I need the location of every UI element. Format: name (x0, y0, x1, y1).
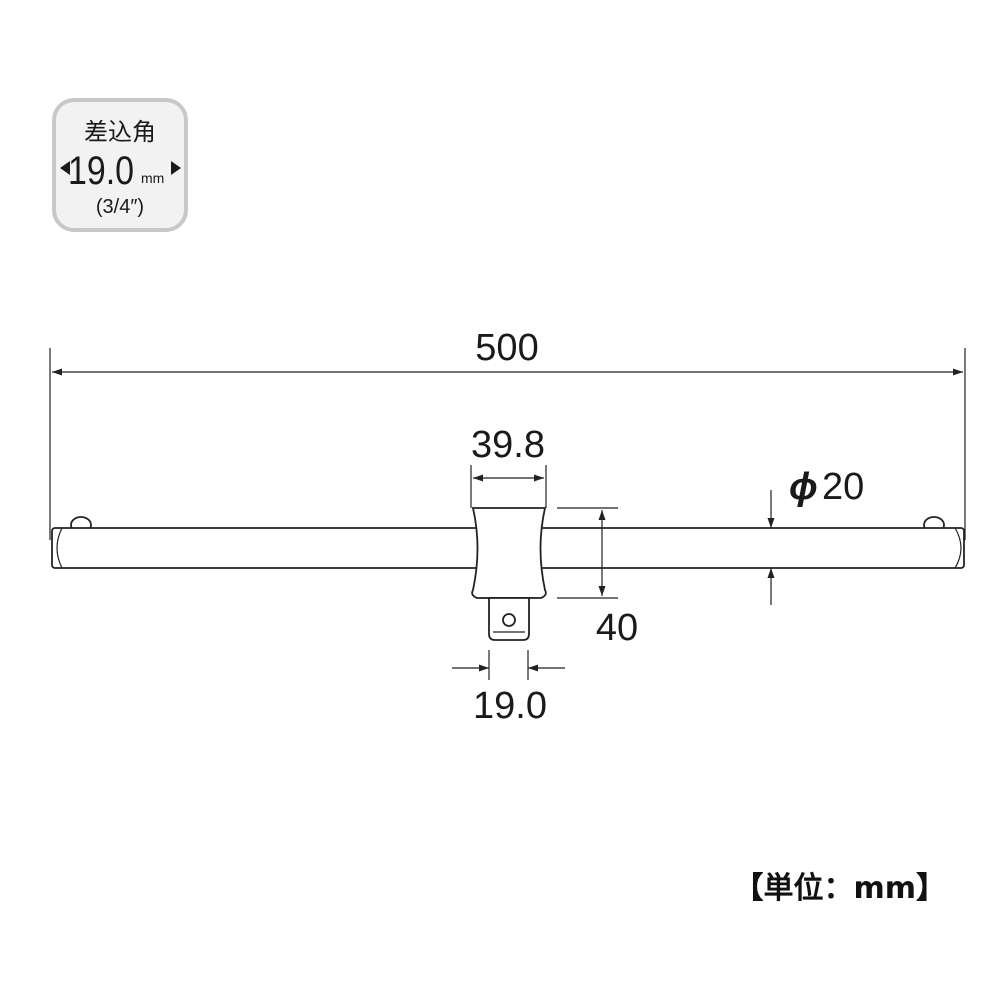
bar-diameter-label: 20 (822, 466, 864, 508)
sleeve-height-label: 40 (596, 607, 638, 649)
badge-unit: mm (141, 170, 164, 186)
overall-length-dimension: 500 (49, 327, 966, 540)
badge-size: 19.0 (68, 149, 134, 193)
overall-length-label: 500 (475, 327, 538, 369)
right-arrow-icon (171, 161, 181, 175)
sliding-sleeve (471, 507, 547, 599)
diameter-symbol: ϕ (789, 466, 818, 508)
drive-size-label: 19.0 (473, 685, 547, 727)
square-drive (488, 597, 530, 641)
sleeve-height-dimension: 40 (557, 507, 638, 649)
sleeve-width-dimension: 39.8 (470, 424, 547, 508)
badge-title: 差込角 (84, 118, 156, 146)
bar-diameter-dimension: ϕ 20 (767, 466, 864, 605)
unit-note: 【単位：mm】 (733, 871, 946, 906)
badge-inch: (3/4″) (96, 196, 144, 218)
sleeve-width-label: 39.8 (471, 424, 545, 466)
drive-size-dimension: 19.0 (452, 650, 565, 727)
drive-size-badge: 差込角 19.0 mm (3/4″) (52, 98, 188, 232)
left-arrow-icon (60, 161, 70, 175)
